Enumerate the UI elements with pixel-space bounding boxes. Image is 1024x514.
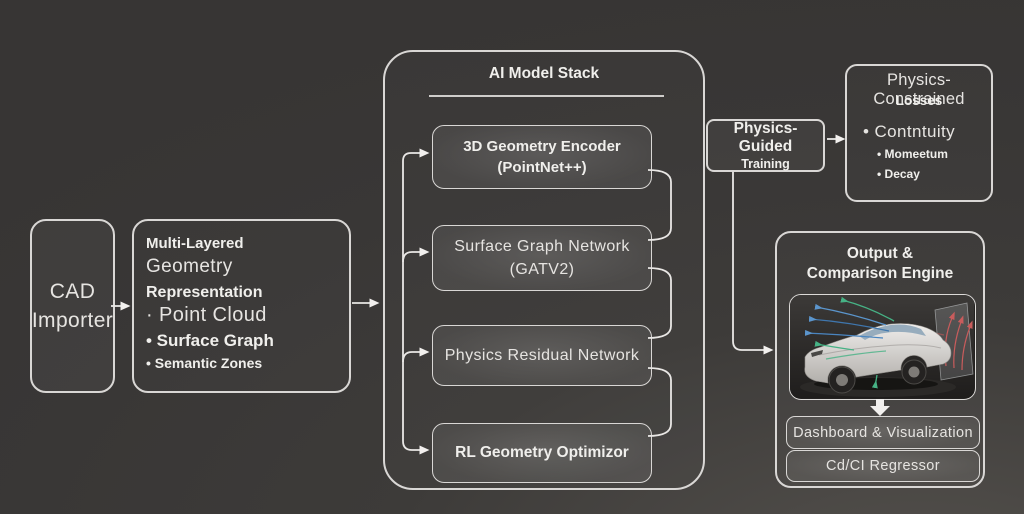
- losses-bullet-decay: • Decay: [877, 167, 920, 181]
- training-label-line2: Training: [741, 157, 790, 171]
- cd-cl-regressor-box: Cd/CI Regressor: [786, 450, 980, 482]
- geometry-bullet-point-cloud: · Point Cloud: [146, 304, 267, 326]
- dashboard-visualization-box: Dashboard & Visualization: [786, 416, 980, 449]
- surface-graph-sublabel: (GATV2): [509, 261, 575, 278]
- cad-label-line1: CAD: [49, 280, 96, 303]
- ai-model-stack-panel: AI Model Stack 3D Geometry Encoder (Poin…: [383, 50, 705, 490]
- losses-bullet-continuity: • Contntuity: [863, 122, 956, 141]
- physics-residual-network-box: Physics Residual Network: [432, 325, 652, 386]
- output-title-line2: Comparison Engine: [806, 265, 954, 282]
- geometry-heading-1: Multi-Layered: [146, 235, 244, 252]
- physics-constrained-losses-box: Physics-Constrained Losses • Contntuity …: [845, 64, 993, 202]
- geometry-heading-2: Geometry: [146, 256, 233, 277]
- ai-model-stack-title: AI Model Stack: [488, 65, 600, 82]
- rl-optimizer-label: RL Geometry Optimizor: [455, 444, 629, 461]
- blue-streamline-arrows: [804, 303, 890, 339]
- geometry-heading-3: Representation: [146, 284, 263, 301]
- losses-title-line1: Physics-Constrained: [873, 71, 965, 108]
- arrow-training-to-output: [732, 172, 774, 355]
- surface-graph-network-box: Surface Graph Network (GATV2): [432, 225, 652, 291]
- geometry-encoder-box: 3D Geometry Encoder (PointNet++): [432, 125, 652, 189]
- title-underline: [429, 95, 664, 97]
- output-title-line1: Output &: [846, 245, 914, 262]
- green-streamline-arrows: [814, 296, 895, 389]
- dashboard-visualization-label: Dashboard & Visualization: [793, 424, 973, 441]
- car-aero-visualization-panel: [789, 294, 976, 400]
- cad-label-line2: Importer: [31, 309, 114, 332]
- losses-title-line2: Losses: [895, 93, 943, 108]
- geometry-representation-box: Multi-Layered Geometry Representation · …: [132, 219, 351, 393]
- geometry-bullet-semantic-zones: • Semantic Zones: [146, 355, 263, 371]
- geometry-bullet-surface-graph: • Surface Graph: [146, 331, 274, 350]
- rl-geometry-optimizer-box: RL Geometry Optimizor: [432, 423, 652, 483]
- losses-bullet-momentum: • Momeetum: [877, 147, 948, 161]
- cd-cl-regressor-label: Cd/CI Regressor: [826, 458, 940, 474]
- physics-residual-label: Physics Residual Network: [444, 346, 640, 364]
- training-label-line1: Physics-Guided: [733, 120, 798, 155]
- physics-guided-training-box: Physics-Guided Training: [706, 119, 825, 172]
- car-aero-visualization-icon: [790, 295, 974, 398]
- cad-importer-box: CAD Importer: [30, 219, 115, 393]
- output-comparison-engine-box: Output & Comparison Engine: [775, 231, 985, 488]
- surface-graph-label: Surface Graph Network: [454, 238, 630, 255]
- geometry-encoder-sublabel: (PointNet++): [497, 159, 587, 176]
- geometry-encoder-label: 3D Geometry Encoder: [463, 138, 621, 155]
